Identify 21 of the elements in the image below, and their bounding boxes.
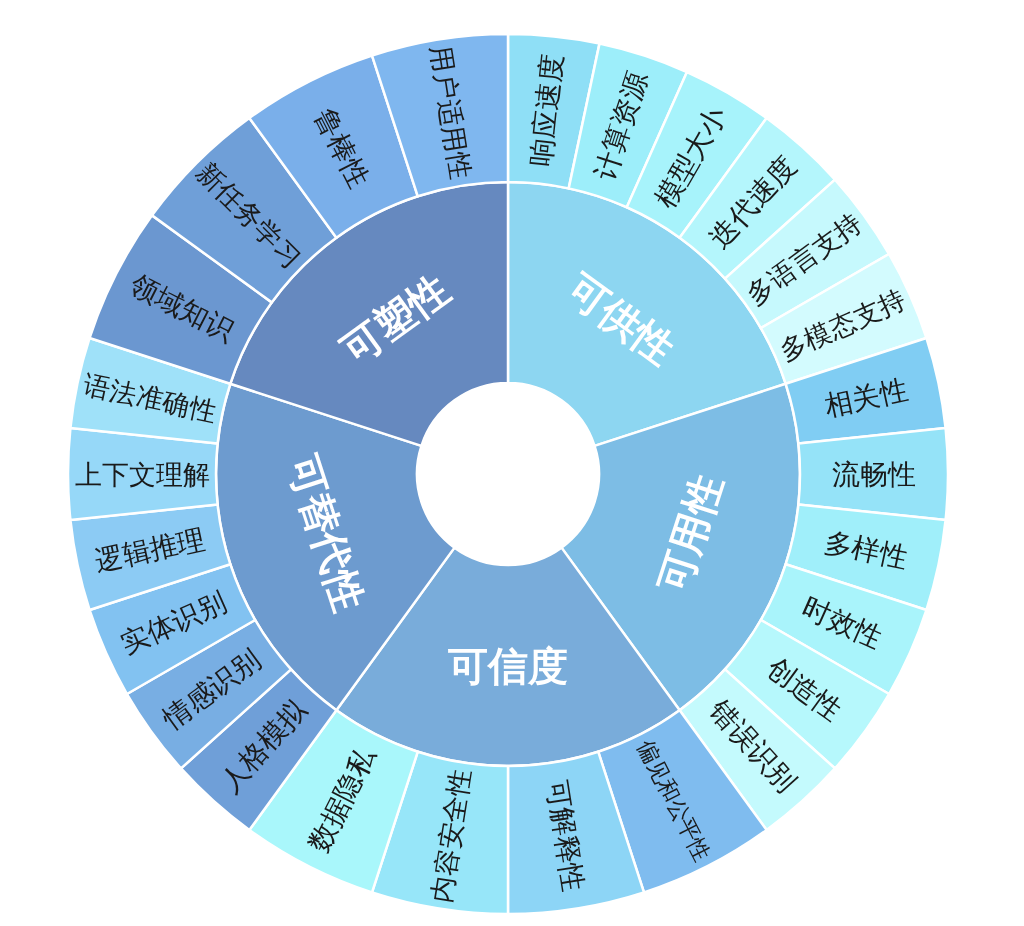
subcategory-label: 流畅性 [832, 457, 916, 491]
subcategory-label: 语法准确性 [80, 368, 220, 428]
category-label: 可塑性 [333, 265, 458, 373]
subcategory-label: 内容安全性 [424, 766, 477, 905]
category-label: 可信度 [448, 642, 568, 689]
category-label: 可替代性 [279, 450, 373, 617]
subcategory-label: 鲁棒性 [308, 103, 376, 193]
subcategory-label: 用户适用性 [424, 43, 477, 182]
subcategory-label: 逻辑推理 [91, 522, 209, 578]
category-label: 可供性 [558, 265, 683, 373]
subcategory-label: 多样性 [821, 525, 911, 575]
outer-ring-sector [370, 32, 510, 198]
subcategory-label: 相关性 [821, 373, 911, 423]
subcategory-label: 偏见和公平性 [632, 735, 716, 865]
subcategory-label: 计算资源 [588, 67, 655, 185]
subcategory-label: 上下文理解 [74, 458, 210, 490]
subcategory-label: 实体识别 [115, 585, 232, 661]
subcategory-label: 可解释性 [540, 777, 591, 894]
category-label: 可用性 [649, 469, 731, 598]
subcategory-label: 数据隐私 [301, 742, 382, 858]
subcategory-label: 响应速度 [524, 52, 569, 168]
